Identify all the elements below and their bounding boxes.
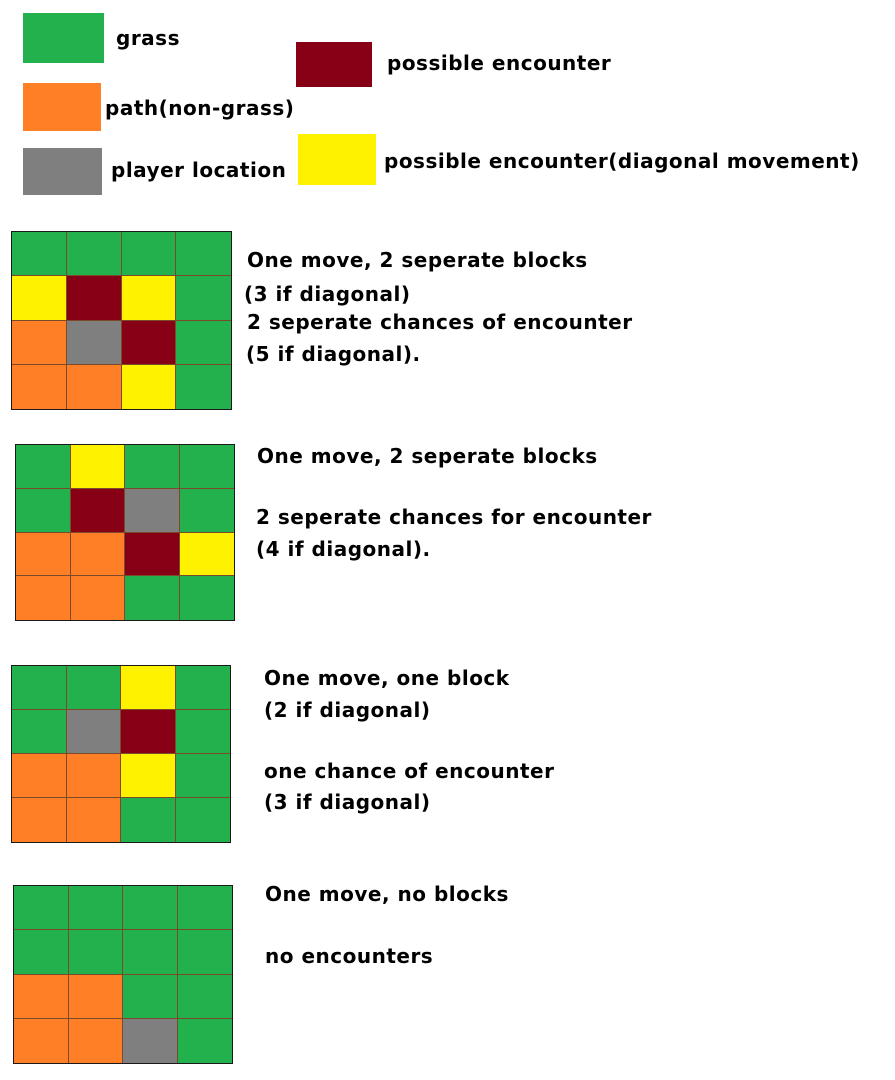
grid-cell-diagonal <box>121 754 176 798</box>
example-3-line-3: one chance of encounter <box>264 759 555 783</box>
legend-swatch-path <box>23 83 101 131</box>
grid-cell-path <box>68 1018 123 1063</box>
legend-label-player: player location <box>111 158 287 182</box>
example-4-line-1: One move, no blocks <box>265 882 509 906</box>
grid-cell-grass <box>177 1018 232 1063</box>
grid-cell-grass <box>121 232 177 277</box>
grid-cell-grass <box>12 710 67 754</box>
grid-cell-grass <box>177 930 232 975</box>
grid-cell-grass <box>176 232 231 277</box>
grid-cell-diagonal <box>121 276 177 321</box>
grid-cell-grass <box>66 232 122 277</box>
grid-cell-grass <box>16 488 71 533</box>
grid-cell-path <box>70 532 125 577</box>
grid-cell-diagonal <box>12 276 67 321</box>
grid-cell-encounter <box>66 276 122 321</box>
grid-cell-grass <box>175 798 230 842</box>
grid-cell-grass <box>68 930 123 975</box>
grid-cell-grass <box>14 886 69 931</box>
grid-cell-grass <box>123 974 178 1019</box>
grid-cell-grass <box>16 445 71 489</box>
grid-cell-path <box>14 1018 69 1063</box>
grid-cell-player <box>66 710 121 754</box>
grid-cell-grass <box>125 576 180 620</box>
grid-cell-grass <box>68 886 123 931</box>
example-3-line-1: One move, one block <box>264 666 510 690</box>
grid-cell-grass <box>175 666 230 710</box>
example-4-line-2: no encounters <box>265 944 434 968</box>
grid-cell-encounter <box>70 488 125 533</box>
grid-cell-grass <box>66 666 121 710</box>
example-grid-3 <box>11 665 231 843</box>
example-grid-2 <box>15 444 235 621</box>
example-1-line-1: One move, 2 seperate blocks <box>247 248 588 272</box>
legend-swatch-player <box>23 148 102 195</box>
grid-cell-grass <box>123 886 178 931</box>
legend-label-path: path(non-grass) <box>105 96 295 120</box>
grid-cell-grass <box>176 320 231 365</box>
example-grid-4 <box>13 885 233 1064</box>
grid-cell-path <box>16 532 71 577</box>
grid-cell-grass <box>121 798 176 842</box>
grid-cell-path <box>68 974 123 1019</box>
grid-cell-path <box>12 320 67 365</box>
example-2-line-2: 2 seperate chances for encounter <box>256 505 652 529</box>
example-2-line-1: One move, 2 seperate blocks <box>257 444 598 468</box>
grid-cell-diagonal <box>70 445 125 489</box>
grid-cell-grass <box>175 754 230 798</box>
legend-swatch-diagonal <box>298 134 376 185</box>
grid-cell-path <box>12 364 67 409</box>
grid-cell-path <box>12 798 67 842</box>
grid-cell-grass <box>177 886 232 931</box>
grid-cell-path <box>12 754 67 798</box>
legend-label-encounter: possible encounter <box>387 51 612 75</box>
example-3-line-4: (3 if diagonal) <box>264 790 431 814</box>
example-1-line-3: 2 seperate chances of encounter <box>247 310 633 334</box>
example-1-line-4: (5 if diagonal). <box>246 342 421 366</box>
grid-cell-encounter <box>121 710 176 754</box>
grid-cell-grass <box>176 364 231 409</box>
grid-cell-grass <box>179 576 234 620</box>
grid-cell-path <box>14 974 69 1019</box>
grid-cell-path <box>66 754 121 798</box>
grid-cell-player <box>123 1018 178 1063</box>
grid-cell-grass <box>176 276 231 321</box>
legend-label-grass: grass <box>116 26 180 50</box>
grid-cell-path <box>66 798 121 842</box>
grid-cell-diagonal <box>179 532 234 577</box>
grid-cell-grass <box>175 710 230 754</box>
grid-cell-path <box>70 576 125 620</box>
grid-cell-diagonal <box>121 666 176 710</box>
grid-cell-player <box>66 320 122 365</box>
legend-label-diagonal: possible encounter(diagonal movement) <box>384 149 860 173</box>
grid-cell-grass <box>12 232 67 277</box>
grid-cell-grass <box>179 488 234 533</box>
example-3-line-2: (2 if diagonal) <box>264 698 431 722</box>
grid-cell-grass <box>125 445 180 489</box>
grid-cell-grass <box>123 930 178 975</box>
grid-cell-path <box>16 576 71 620</box>
grid-cell-encounter <box>121 320 177 365</box>
grid-cell-grass <box>12 666 67 710</box>
grid-cell-grass <box>179 445 234 489</box>
legend-swatch-encounter <box>296 42 372 87</box>
grid-cell-player <box>125 488 180 533</box>
legend-swatch-grass <box>23 13 104 63</box>
example-2-line-3: (4 if diagonal). <box>256 537 431 561</box>
example-1-line-2: (3 if diagonal) <box>244 282 411 306</box>
grid-cell-diagonal <box>121 364 177 409</box>
grid-cell-path <box>66 364 122 409</box>
grid-cell-grass <box>14 930 69 975</box>
grid-cell-encounter <box>125 532 180 577</box>
grid-cell-grass <box>177 974 232 1019</box>
example-grid-1 <box>11 231 232 410</box>
